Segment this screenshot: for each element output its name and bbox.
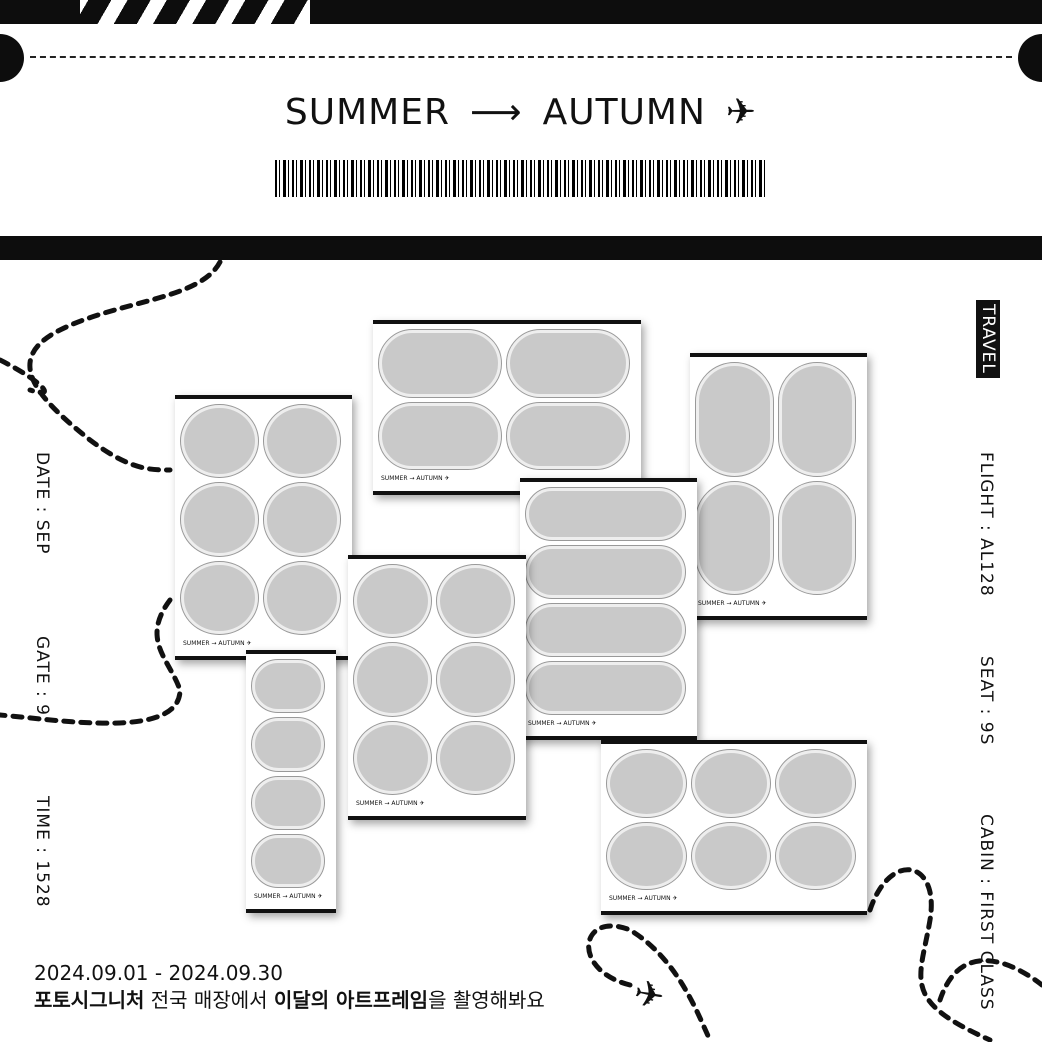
- photo-window-slot: [251, 717, 325, 772]
- photo-frame-sample: SUMMER → AUTUMN ✈: [175, 395, 352, 660]
- frame-label: SUMMER → AUTUMN ✈: [356, 800, 425, 807]
- photo-window-slot: [775, 821, 856, 890]
- photo-window-slot: [525, 661, 686, 715]
- stripes-decoration: [80, 0, 310, 24]
- event-description: 포토시그니처 전국 매장에서 이달의 아트프레임을 촬영해봐요: [34, 987, 545, 1014]
- date-info: DATE : SEP: [32, 452, 52, 555]
- photo-window-slot: [262, 403, 341, 479]
- photo-window-slot: [606, 749, 687, 818]
- time-info: TIME : 1528: [32, 796, 52, 908]
- photo-window-slot: [695, 362, 774, 477]
- photo-window-slot: [378, 329, 502, 398]
- photo-window-slot: [436, 720, 515, 796]
- arrow-icon: ⟶: [470, 92, 523, 133]
- brand-name: 포토시그니처: [34, 988, 145, 1012]
- photo-window-slot: [436, 563, 515, 639]
- from-season: SUMMER: [284, 92, 450, 133]
- desc-text: 전국 매장에서: [144, 988, 274, 1012]
- desc-text-end: 을 촬영해봐요: [428, 988, 545, 1012]
- photo-window-slot: [695, 480, 774, 595]
- frame-label: SUMMER → AUTUMN ✈: [609, 895, 678, 902]
- photo-window-slot: [777, 362, 856, 477]
- photo-frame-sample: SUMMER → AUTUMN ✈: [373, 320, 641, 495]
- frame-label: SUMMER → AUTUMN ✈: [698, 600, 767, 607]
- photo-frame-sample: SUMMER → AUTUMN ✈: [601, 740, 867, 915]
- photo-window-slot: [262, 560, 341, 636]
- cabin-info: CABIN : FIRST CLASS: [976, 814, 996, 1011]
- photo-window-slot: [353, 642, 432, 717]
- top-bar: [0, 0, 1042, 24]
- photo-window-slot: [690, 749, 772, 818]
- photo-window-slot: [180, 482, 259, 557]
- photo-window-slot: [436, 642, 515, 717]
- photo-window-slot: [777, 480, 856, 595]
- photo-window-slot: [525, 545, 686, 599]
- frame-label: SUMMER → AUTUMN ✈: [528, 720, 597, 727]
- event-info: 2024.09.01 - 2024.09.30 포토시그니처 전국 매장에서 이…: [34, 960, 545, 1014]
- photo-window-slot: [775, 749, 856, 818]
- seat-info: SEAT : 9S: [976, 656, 996, 746]
- frame-label: SUMMER → AUTUMN ✈: [381, 475, 450, 482]
- photo-window-slot: [525, 603, 686, 657]
- barcode: [275, 160, 767, 197]
- photo-window-slot: [506, 401, 630, 470]
- to-season: AUTUMN: [542, 92, 706, 133]
- photo-window-slot: [690, 821, 772, 890]
- photo-frame-sample: SUMMER → AUTUMN ✈: [520, 478, 697, 740]
- photo-frame-sample: SUMMER → AUTUMN ✈: [246, 650, 336, 913]
- photo-window-slot: [180, 403, 259, 479]
- photo-window-slot: [251, 775, 325, 830]
- photo-frame-sample: SUMMER → AUTUMN ✈: [348, 555, 526, 820]
- perforation-line: [30, 56, 1012, 58]
- photo-window-slot: [262, 482, 341, 557]
- photo-window-slot: [353, 563, 432, 639]
- photo-window-slot: [506, 329, 630, 398]
- highlight-text: 이달의 아트프레임: [273, 988, 429, 1012]
- travel-badge: TRAVEL: [976, 300, 1000, 378]
- event-dates: 2024.09.01 - 2024.09.30: [34, 961, 283, 985]
- photo-window-slot: [525, 487, 686, 541]
- flight-info: FLIGHT : AL128: [976, 452, 996, 597]
- divider-bar: [0, 236, 1042, 260]
- photo-window-slot: [606, 821, 687, 890]
- gate-info: GATE : 9: [32, 636, 52, 716]
- airplane-icon: ✈: [725, 92, 758, 133]
- photo-window-slot: [251, 833, 325, 889]
- headline: SUMMER ⟶ AUTUMN ✈: [0, 92, 1042, 133]
- photo-frame-sample: SUMMER → AUTUMN ✈: [690, 353, 867, 620]
- photo-window-slot: [251, 658, 325, 714]
- frame-label: SUMMER → AUTUMN ✈: [254, 893, 323, 900]
- photo-window-slot: [180, 560, 259, 636]
- photo-window-slot: [378, 401, 502, 470]
- photo-window-slot: [353, 720, 432, 796]
- frame-label: SUMMER → AUTUMN ✈: [183, 640, 252, 647]
